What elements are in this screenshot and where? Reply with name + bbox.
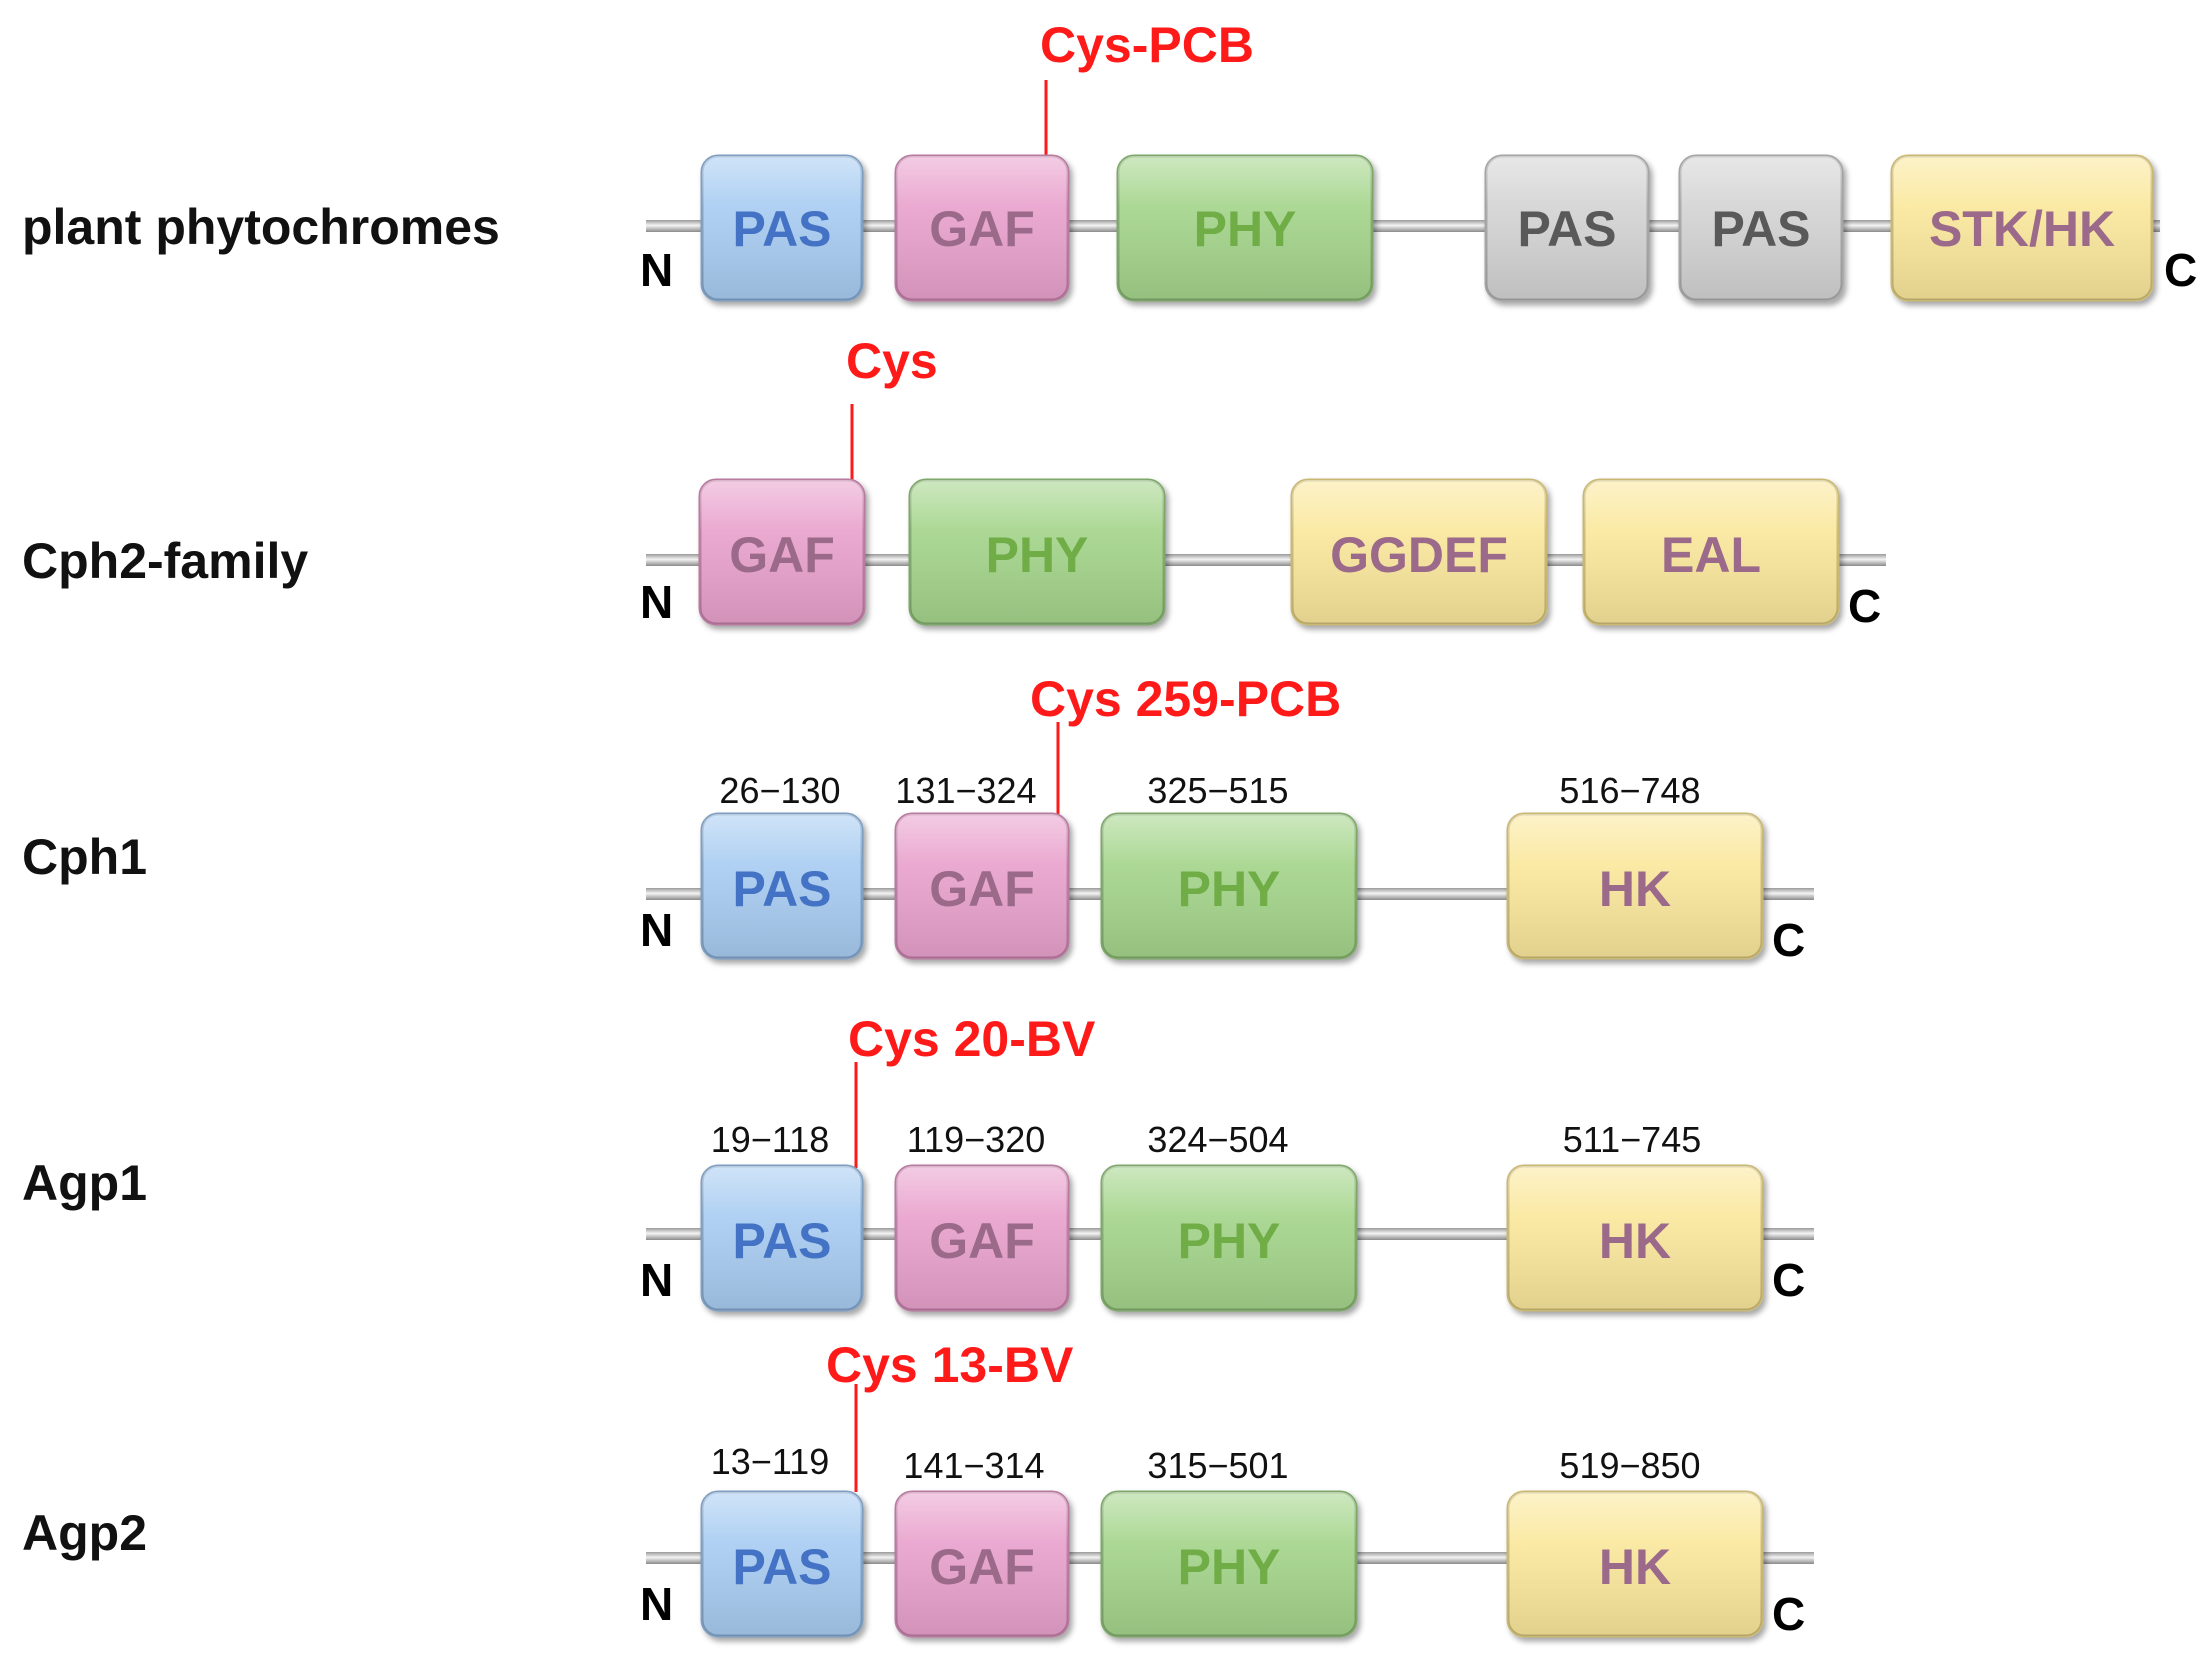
domain-label: PAS — [732, 201, 831, 257]
domain-phy: PHY — [1116, 154, 1374, 302]
domain-label: PHY — [1178, 861, 1281, 917]
residue-range-label: 511−745 — [1563, 1119, 1701, 1160]
domain-label: PAS — [1711, 201, 1810, 257]
residue-range-label: 324−504 — [1147, 1119, 1288, 1160]
domain-label: GAF — [929, 1213, 1035, 1269]
domain-label: PAS — [1517, 201, 1616, 257]
domain-label: HK — [1599, 1539, 1671, 1595]
c-terminus-label: C — [2164, 244, 2197, 296]
domain-gaf: GAF — [894, 812, 1070, 960]
domain-label: GAF — [729, 527, 835, 583]
attachment-site-label: Cys — [846, 333, 938, 389]
n-terminus-label: N — [640, 904, 673, 956]
domain-label: GAF — [929, 201, 1035, 257]
domain-label: HK — [1599, 1213, 1671, 1269]
domain-label: EAL — [1661, 527, 1761, 583]
domain-label: PAS — [732, 1539, 831, 1595]
domain-pas: PAS — [700, 812, 864, 960]
row-label: Agp2 — [22, 1505, 147, 1561]
domain-hk: HK — [1506, 1490, 1764, 1638]
domain-gaf: GAF — [698, 478, 866, 626]
domain-stk-hk: STK/HK — [1890, 154, 2154, 302]
domain-label: PHY — [986, 527, 1089, 583]
domain-label: PAS — [732, 861, 831, 917]
residue-range-label: 325−515 — [1147, 770, 1288, 811]
n-terminus-label: N — [640, 576, 673, 628]
c-terminus-label: C — [1772, 1588, 1805, 1640]
domain-label: GAF — [929, 1539, 1035, 1595]
domain-pas: PAS — [700, 1164, 864, 1312]
domain-pas: PAS — [700, 1490, 864, 1638]
row-plant-phytochromes: plant phytochromes Cys-PCB PAS GAF PHY P… — [22, 17, 2197, 302]
domain-label: HK — [1599, 861, 1671, 917]
n-terminus-label: N — [640, 1254, 673, 1306]
row-cph1: Cph1 Cys 259-PCB 26−130 131−324 325−515 … — [22, 671, 1814, 966]
domain-label: STK/HK — [1929, 201, 2115, 257]
residue-range-label: 516−748 — [1559, 770, 1700, 811]
domain-label: PHY — [1178, 1213, 1281, 1269]
residue-range-label: 26−130 — [719, 770, 840, 811]
domain-label: PHY — [1194, 201, 1297, 257]
domain-phy: PHY — [1100, 1490, 1358, 1638]
residue-range-label: 141−314 — [903, 1445, 1044, 1486]
attachment-site-label: Cys 259-PCB — [1030, 671, 1341, 727]
domain-label: PAS — [732, 1213, 831, 1269]
domain-gaf: GAF — [894, 1490, 1070, 1638]
domain-phy: PHY — [908, 478, 1166, 626]
residue-range-label: 119−320 — [907, 1119, 1045, 1160]
domain-ggdef: GGDEF — [1290, 478, 1548, 626]
row-label: Cph1 — [22, 829, 147, 885]
domain-pas-grey: PAS — [1484, 154, 1650, 302]
domain-gaf: GAF — [894, 1164, 1070, 1312]
residue-range-label: 13−119 — [711, 1441, 829, 1482]
attachment-site-label: Cys 13-BV — [826, 1337, 1074, 1393]
domain-phy: PHY — [1100, 812, 1358, 960]
residue-range-label: 519−850 — [1559, 1445, 1700, 1486]
c-terminus-label: C — [1772, 1254, 1805, 1306]
c-terminus-label: C — [1772, 914, 1805, 966]
domain-label: GAF — [929, 861, 1035, 917]
row-agp1: Agp1 Cys 20-BV 19−118 119−320 324−504 51… — [22, 1011, 1814, 1312]
domain-eal: EAL — [1582, 478, 1840, 626]
domain-gaf: GAF — [894, 154, 1070, 302]
attachment-site-label: Cys-PCB — [1040, 17, 1254, 73]
residue-range-label: 19−118 — [711, 1119, 829, 1160]
row-label: Cph2-family — [22, 533, 308, 589]
c-terminus-label: C — [1848, 580, 1881, 632]
n-terminus-label: N — [640, 244, 673, 296]
row-cph2-family: Cph2-family Cys GAF PHY GGDEF EAL N C — [22, 333, 1886, 632]
domain-hk: HK — [1506, 812, 1764, 960]
residue-range-label: 131−324 — [895, 770, 1036, 811]
domain-pas-grey: PAS — [1678, 154, 1844, 302]
domain-hk: HK — [1506, 1164, 1764, 1312]
row-label: Agp1 — [22, 1155, 147, 1211]
domain-label: GGDEF — [1330, 527, 1508, 583]
n-terminus-label: N — [640, 1578, 673, 1630]
row-label: plant phytochromes — [22, 199, 500, 255]
residue-range-label: 315−501 — [1147, 1445, 1288, 1486]
domain-label: PHY — [1178, 1539, 1281, 1595]
row-agp2: Agp2 Cys 13-BV 13−119 141−314 315−501 51… — [22, 1337, 1814, 1640]
attachment-site-label: Cys 20-BV — [848, 1011, 1096, 1067]
domain-phy: PHY — [1100, 1164, 1358, 1312]
domain-pas: PAS — [700, 154, 864, 302]
